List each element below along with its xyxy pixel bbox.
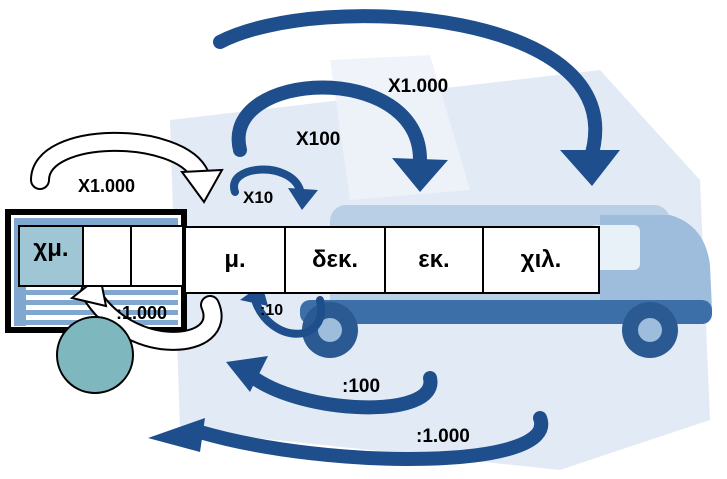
unit-cell-m: μ. xyxy=(184,226,286,294)
label-x1000-left: X1.000 xyxy=(78,176,136,196)
unit-cell-blank-1 xyxy=(82,225,132,287)
head-circle xyxy=(56,316,134,394)
unit-label-km: χιλ. xyxy=(520,246,562,273)
arrow-div10 xyxy=(251,296,326,338)
label-div100: :100 xyxy=(342,376,381,397)
label-x1000-top: X1.000 xyxy=(388,76,449,97)
unit-label-hm: εκ. xyxy=(418,246,450,273)
arrow-div100 xyxy=(243,368,438,415)
arrow-x1000-top xyxy=(213,9,603,167)
label-x100: X100 xyxy=(296,129,341,150)
arrowhead-div100 xyxy=(226,356,268,392)
label-div10: :10 xyxy=(260,302,284,319)
unit-cell-blank-2 xyxy=(130,225,184,287)
arrow-x10 xyxy=(230,165,304,196)
arrowhead-div1000-bottom xyxy=(148,418,205,452)
unit-cell-mm: χμ. xyxy=(18,225,84,287)
label-div1000-left: :1.000 xyxy=(116,303,168,323)
unit-label-m: μ. xyxy=(224,246,246,273)
unit-cell-hm: εκ. xyxy=(384,226,484,294)
unit-cell-km: χιλ. xyxy=(482,226,600,294)
arrow-x100 xyxy=(231,80,427,167)
label-x10: X10 xyxy=(243,188,274,207)
arrowhead-x1000-top xyxy=(560,150,620,186)
arrow-div1000-bottom xyxy=(193,411,549,466)
unit-label-dam: δεκ. xyxy=(312,246,358,273)
label-div1000-bottom: :1.000 xyxy=(416,426,470,447)
unit-label-mm: χμ. xyxy=(33,235,69,262)
unit-cell-dam: δεκ. xyxy=(284,226,386,294)
arrowhead-x1000-left xyxy=(180,168,224,204)
arrowhead-x100 xyxy=(392,158,448,192)
arrowhead-x10 xyxy=(288,188,318,210)
